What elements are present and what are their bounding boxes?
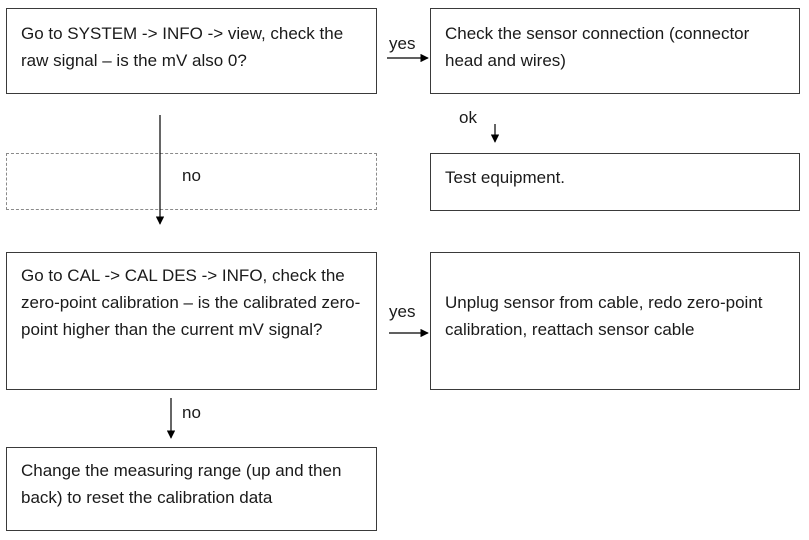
step-check-raw-signal: Go to SYSTEM -> INFO -> view, check the …: [6, 8, 377, 94]
placeholder-box: [6, 153, 377, 210]
step-check-sensor-connection-text: Check the sensor connection (connector h…: [445, 24, 750, 70]
step-test-equipment-text: Test equipment.: [445, 168, 566, 187]
step-check-sensor-connection: Check the sensor connection (connector h…: [430, 8, 800, 94]
step-test-equipment: Test equipment.: [430, 153, 800, 211]
step-check-zero-point: Go to CAL -> CAL DES -> INFO, check the …: [6, 252, 377, 390]
edge-label-no-2: no: [182, 403, 201, 422]
edge-label-ok: ok: [459, 108, 477, 127]
edge-label-no-1: no: [182, 166, 201, 185]
step-check-zero-point-text: Go to CAL -> CAL DES -> INFO, check the …: [21, 266, 361, 339]
step-redo-zero-point-text: Unplug sensor from cable, redo zero-poin…: [445, 293, 763, 339]
edge-label-yes-1: yes: [389, 34, 416, 53]
step-redo-zero-point: Unplug sensor from cable, redo zero-poin…: [430, 252, 800, 390]
step-change-range: Change the measuring range (up and then …: [6, 447, 377, 531]
step-check-raw-signal-text: Go to SYSTEM -> INFO -> view, check the …: [21, 24, 344, 70]
step-change-range-text: Change the measuring range (up and then …: [21, 461, 342, 507]
edge-label-yes-2: yes: [389, 302, 416, 321]
